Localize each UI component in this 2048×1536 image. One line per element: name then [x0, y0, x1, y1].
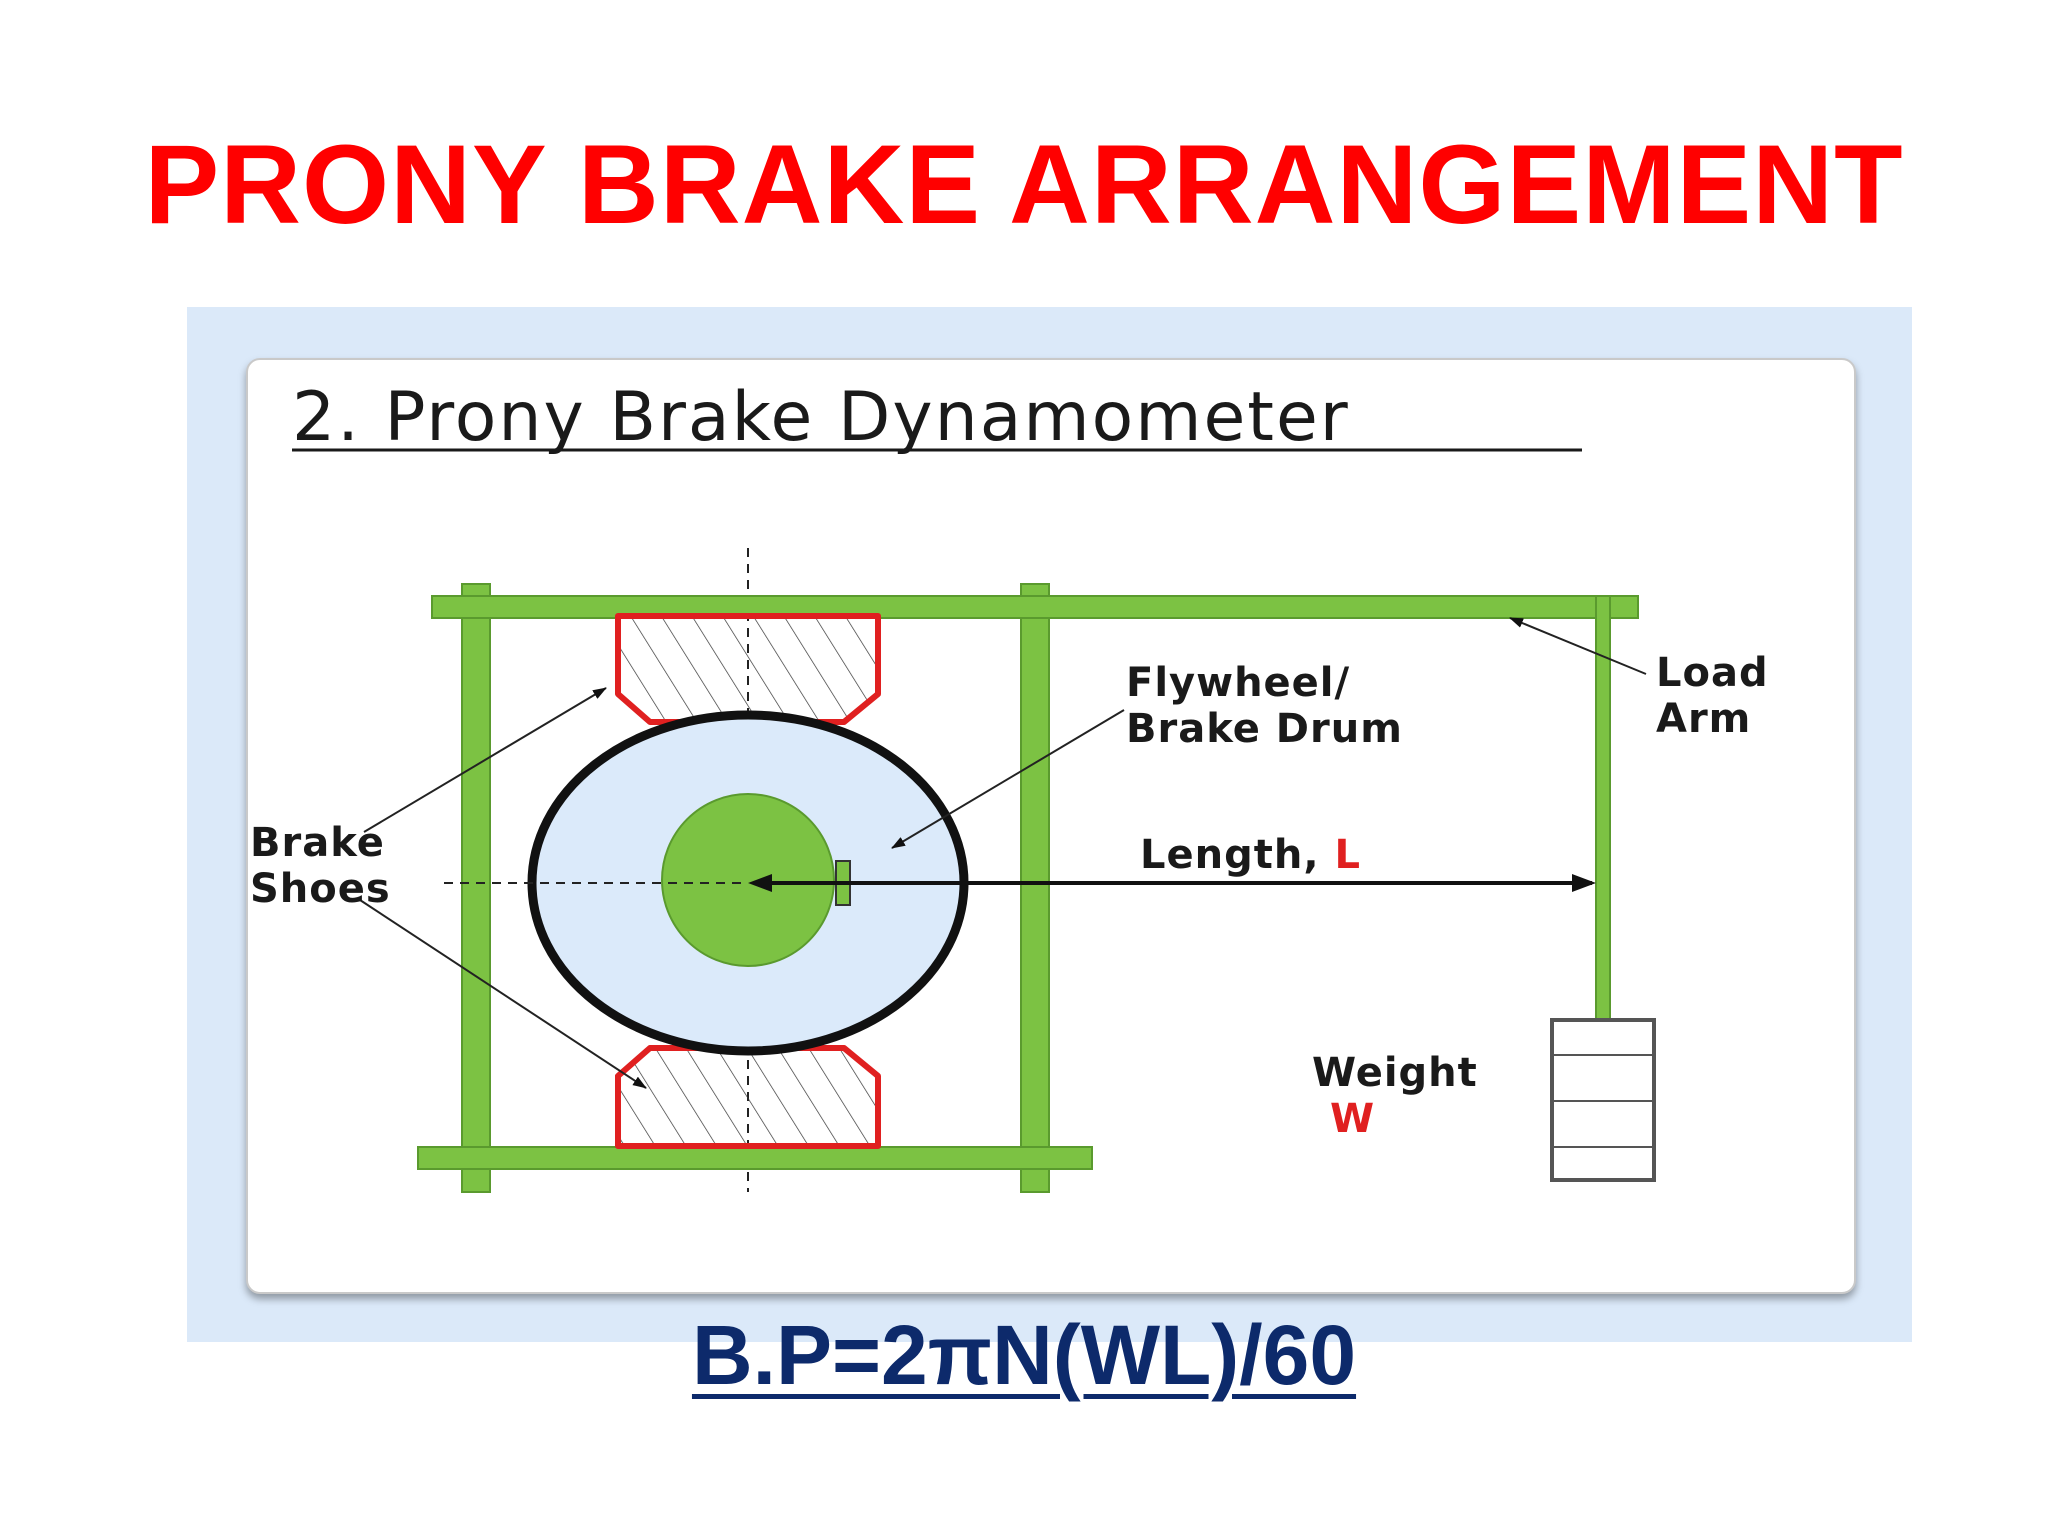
bottom-beam	[417, 1146, 1093, 1170]
length-label: Length, L	[1140, 832, 1361, 878]
brake-power-formula: B.P=2πN(WL)/60	[0, 1300, 2048, 1410]
flywheel-leader-line	[891, 709, 1125, 849]
load-arm-leader-line	[1509, 617, 1647, 675]
load-arm-label-line2: Arm	[1656, 696, 1751, 742]
length-arrow-left	[748, 874, 772, 892]
frame-middle-post	[1020, 583, 1050, 1193]
bottom-brake-shoe	[615, 1045, 881, 1149]
formula-text: B.P=2πN(WL)/60	[691, 1308, 1357, 1402]
brake-shoes-label-line2: Shoes	[250, 866, 391, 912]
length-arrow-right	[1572, 874, 1596, 892]
frame-left-post	[461, 583, 491, 1193]
top-beam-load-arm	[431, 595, 1639, 619]
brake-shoe-bottom-leader-line	[359, 899, 647, 1089]
length-symbol: L	[1334, 832, 1361, 878]
diagram-title: 2. Prony Brake Dynamometer	[292, 378, 1350, 457]
weight-label: Weight	[1312, 1050, 1478, 1096]
brake-shoe-top-leader-line	[363, 687, 607, 833]
slide-title: PRONY BRAKE ARRANGEMENT	[144, 122, 1904, 247]
brake-shoes-label-line1: Brake	[250, 820, 385, 866]
load-arm-label-line1: Load	[1656, 650, 1769, 696]
weight-symbol: W	[1330, 1096, 1375, 1142]
length-label-text: Length,	[1140, 832, 1334, 878]
hanging-rod	[1595, 595, 1611, 1021]
flywheel-label-line2: Brake Drum	[1126, 706, 1403, 752]
flywheel-label-line1: Flywheel/	[1126, 660, 1350, 706]
top-brake-shoe	[615, 613, 881, 725]
shaft-hub	[661, 793, 835, 967]
